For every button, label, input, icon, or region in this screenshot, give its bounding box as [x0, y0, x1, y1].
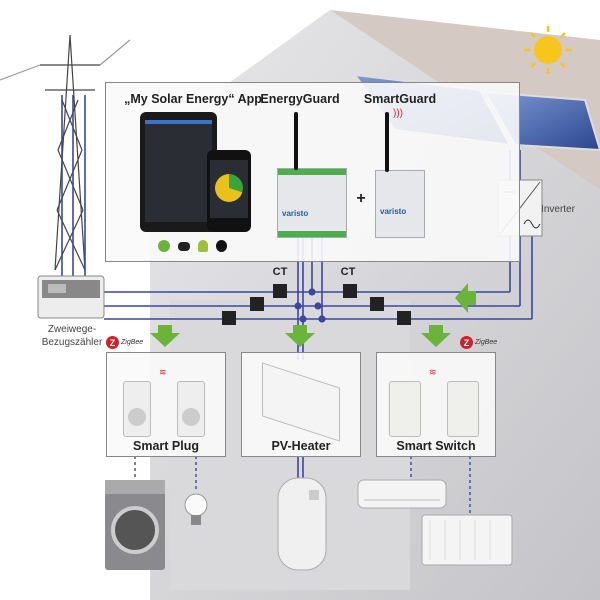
smart-switch-label: Smart Switch — [396, 439, 476, 453]
pv-heater-label: PV-Heater — [271, 439, 331, 453]
heater-wires — [297, 456, 304, 478]
plus-sign: + — [356, 190, 366, 207]
light-bulb-icon — [184, 493, 208, 525]
wireless-signal-icon: ≋ — [429, 367, 437, 377]
zigbee-text: ZigBee — [121, 339, 144, 346]
ct-label-2: CT — [340, 266, 356, 278]
wireless-signal-icon: ≋ — [159, 367, 167, 377]
smartguard-device: varisto — [375, 170, 425, 238]
platform-icons — [158, 240, 227, 252]
wireless-signal-icon: ))) — [393, 108, 403, 119]
ct-label-1: CT — [272, 266, 288, 278]
pv-heater-box: PV-Heater — [241, 352, 361, 457]
smart-plug-label: Smart Plug — [133, 439, 199, 453]
ct-clamps — [222, 284, 411, 325]
pv-heater-device — [262, 362, 340, 442]
inverter-label: Inverter — [541, 204, 575, 215]
android-icon — [198, 240, 208, 252]
washing-machine — [105, 480, 165, 570]
energyguard-brand: varisto — [282, 209, 309, 218]
bidirectional-meter — [37, 275, 105, 319]
pie-chart — [215, 174, 243, 202]
app-title: „My Solar Energy“ App — [124, 92, 262, 106]
apple-icon — [216, 240, 227, 252]
energyguard-title: EnergyGuard — [260, 92, 340, 106]
meter-label: Zweiwege- Bezugszähler — [42, 323, 103, 349]
smartguard-antenna — [385, 112, 389, 172]
meter-label-line2: Bezugszähler — [41, 337, 103, 348]
smartguard-brand: varisto — [380, 207, 407, 216]
wifi-icon — [178, 242, 190, 251]
smart-switch-box: ≋ Smart Switch — [376, 352, 496, 457]
energy-flow-arrows — [150, 283, 476, 347]
smart-plug-1 — [123, 381, 151, 437]
water-boiler — [277, 477, 327, 571]
load-connectors — [134, 456, 471, 515]
zigbee-text: ZigBee — [475, 339, 498, 346]
radiator — [421, 514, 513, 566]
3g-icon — [158, 240, 170, 252]
smart-switch-2 — [447, 381, 479, 437]
smart-plug-box: ≋ Smart Plug — [106, 352, 226, 457]
sun-icon — [524, 26, 572, 74]
smart-plug-2 — [177, 381, 205, 437]
tablet-app — [140, 112, 217, 232]
smartguard-title: SmartGuard — [363, 92, 437, 106]
air-conditioner — [357, 479, 447, 509]
meter-label-line1: Zweiwege- — [47, 324, 97, 335]
energyguard-device: varisto — [277, 168, 347, 238]
smart-switch-1 — [389, 381, 421, 437]
smartphone-app — [207, 150, 251, 232]
energyguard-antenna — [294, 112, 298, 170]
